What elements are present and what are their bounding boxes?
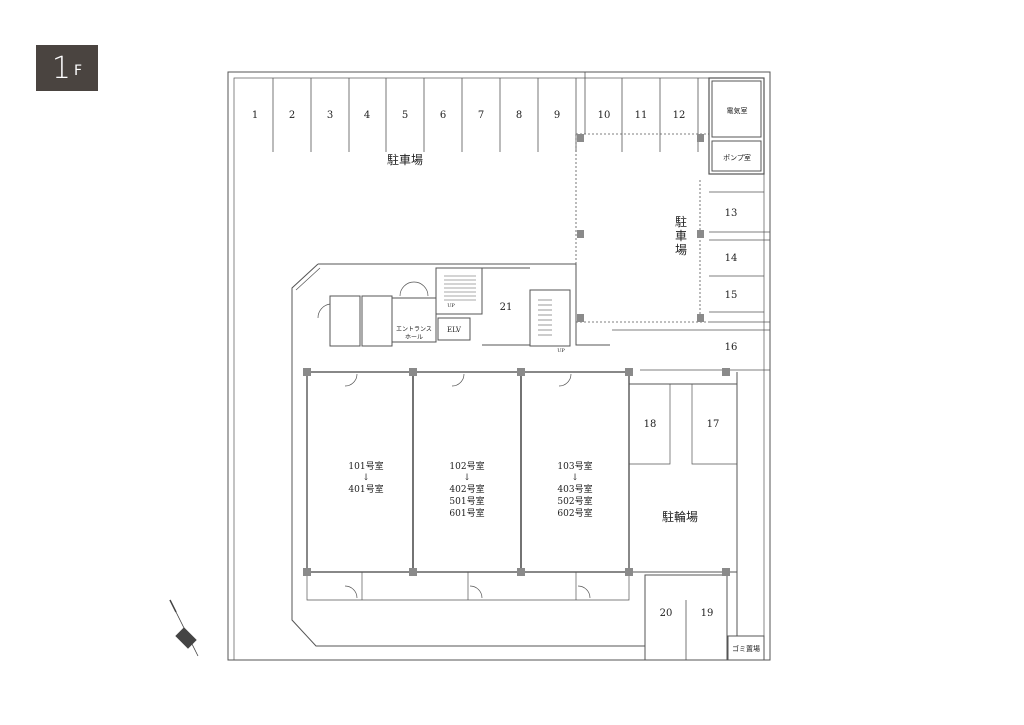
stall-9: 9 (554, 110, 560, 121)
stall-21: 21 (500, 302, 513, 313)
covered-parking-outline (575, 133, 709, 323)
other-stall-numbers: 13 14 15 16 17 18 19 20 21 (500, 208, 738, 619)
unit-103-line-4: 502号室 (557, 495, 592, 507)
pump-room (711, 140, 762, 172)
unit-102-line-4: 501号室 (449, 495, 484, 507)
outdoor-stair-up-label: UP (557, 348, 565, 354)
entrance-hall-label-1: エントランス (396, 326, 432, 333)
garbage-label: ゴミ置場 (732, 644, 760, 653)
stall-7: 7 (478, 110, 484, 121)
unit-103-line-2: ↓ (571, 473, 579, 483)
electrical-room-label: 電気室 (727, 106, 748, 115)
floor-number: 1 (51, 50, 72, 86)
stall-2: 2 (289, 110, 295, 121)
unit-labels: 101号室 ↓ 401号室 102号室 ↓ 402号室 501号室 601号室 … (348, 460, 592, 519)
right-parking-stalls (612, 191, 770, 371)
stall-8: 8 (516, 110, 522, 121)
stall-5: 5 (402, 110, 408, 121)
bicycle-parking-label: 駐輪場 (662, 509, 698, 524)
stall-12: 12 (673, 110, 686, 121)
storage-left (329, 295, 361, 347)
stall-11: 11 (635, 110, 648, 121)
unit-101-line-3: 401号室 (348, 483, 383, 495)
stall-18: 18 (644, 419, 657, 430)
parking-label-vertical: 駐 車 場 (675, 214, 687, 257)
stall-10: 10 (598, 110, 611, 121)
stall-6: 6 (440, 110, 446, 121)
stall-20: 20 (660, 608, 673, 619)
outdoor-stair (529, 289, 571, 347)
stall-4: 4 (364, 110, 370, 121)
electrical-room (711, 80, 762, 138)
parking-label-top: 駐車場 (387, 152, 423, 167)
parking-vertical-char-1: 駐 (675, 214, 687, 229)
compass-icon (169, 599, 199, 657)
stall-1: 1 (252, 110, 258, 121)
parking-vertical-char-2: 車 (675, 229, 687, 243)
unit-101-line-1: 101号室 (348, 460, 383, 472)
unit-102-line-2: ↓ (463, 473, 471, 483)
unit-103-line-1: 103号室 (557, 460, 592, 472)
stair-core (435, 267, 483, 315)
unit-102 (412, 371, 522, 573)
structural-columns (303, 134, 730, 576)
unit-103-line-5: 602号室 (557, 507, 592, 519)
stall-15: 15 (725, 290, 738, 301)
bicycle-parking-area (628, 383, 738, 573)
stair-treads (444, 275, 476, 301)
unit-102-line-1: 102号室 (449, 460, 484, 472)
garbage-area (727, 635, 765, 661)
parking-vertical-char-3: 場 (675, 243, 687, 257)
elevator-label: ELV (447, 326, 462, 334)
unit-103-line-3: 403号室 (557, 483, 592, 495)
stall-13: 13 (725, 208, 738, 219)
unit-101 (306, 371, 414, 573)
stall-17: 17 (707, 419, 720, 430)
entrance-hall-label-2: ホール (405, 334, 423, 341)
stall-14: 14 (725, 253, 738, 264)
stall-19: 19 (701, 608, 714, 619)
unit-101-line-2: ↓ (362, 473, 370, 483)
building-top-outline (318, 263, 610, 346)
stall-16: 16 (725, 342, 738, 353)
unit-balconies (306, 373, 630, 601)
stair-up-label: UP (447, 303, 455, 309)
top-parking-stall-lines (272, 72, 699, 152)
site-inner-boundary (233, 77, 765, 661)
stall-3: 3 (327, 110, 333, 121)
elevator (437, 317, 471, 341)
building-outline (291, 263, 646, 647)
unit-102-line-3: 402号室 (449, 483, 484, 495)
floor-badge: 1 F (36, 45, 98, 91)
pump-room-label: ポンプ室 (723, 153, 751, 162)
utility-block (708, 77, 765, 175)
top-stall-numbers: 1 2 3 4 5 6 7 8 9 10 11 12 (252, 110, 686, 121)
storage-right (361, 295, 393, 347)
floor-suffix: F (74, 63, 83, 79)
unit-103 (520, 371, 630, 573)
unit-102-line-5: 601号室 (449, 507, 484, 519)
